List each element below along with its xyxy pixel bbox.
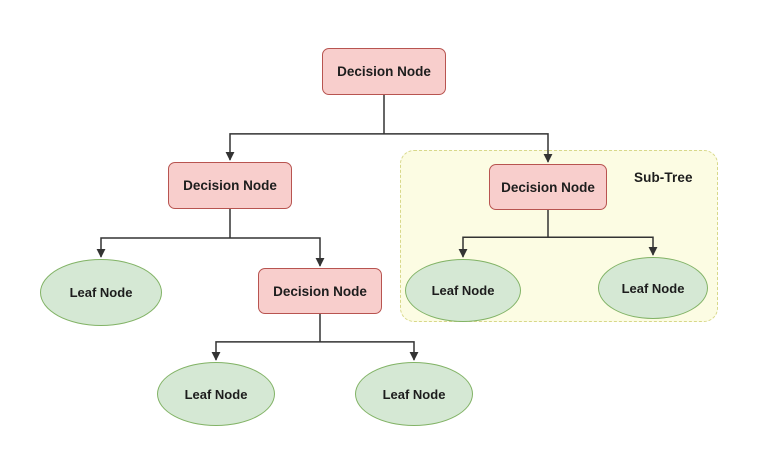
leaf-node[interactable]: Leaf Node [405,259,521,322]
decision-node[interactable]: Decision Node [258,268,382,314]
decision-node[interactable]: Decision Node [168,162,292,209]
decision-node[interactable]: Decision Node [489,164,607,210]
leaf-node[interactable]: Leaf Node [598,257,708,319]
edge-connector [320,341,419,361]
edge-connector [384,133,553,163]
edge-connector [225,133,384,161]
edge-connector [96,237,230,258]
edge-connector [230,237,325,267]
edge-connector [458,236,548,258]
edge-connector [548,236,658,256]
edge-connector [211,341,320,361]
edge-paths [96,95,658,361]
decision-node[interactable]: Decision Node [322,48,446,95]
leaf-node[interactable]: Leaf Node [157,362,275,426]
leaf-node[interactable]: Leaf Node [40,259,162,326]
subtree-label: Sub-Tree [634,170,693,185]
leaf-node[interactable]: Leaf Node [355,362,473,426]
